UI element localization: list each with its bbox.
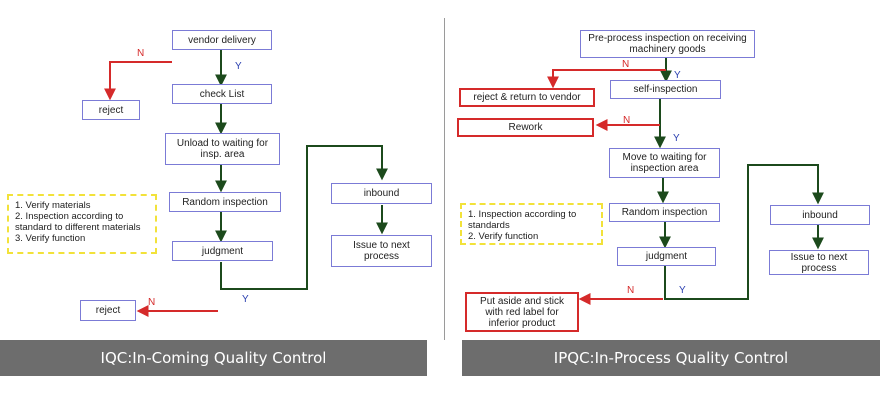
decorative-dots [34, 16, 40, 22]
ipqc-box-judgment: judgment [617, 247, 716, 266]
ipqc-label-y1: Y [674, 70, 681, 81]
iqc-box-inbound: inbound [331, 183, 432, 204]
iqc-label-y2: Y [242, 294, 249, 305]
ipqc-box-pre-process: Pre-process inspection on receiving mach… [580, 30, 755, 58]
ipqc-label-n2: N [623, 115, 631, 126]
iqc-box-issue: Issue to next process [331, 235, 432, 267]
iqc-note-line: 2. Inspection according to [15, 211, 124, 222]
ipqc-box-random-inspection: Random inspection [609, 203, 720, 222]
ipqc-caption: IPQC:In-Process Quality Control [462, 340, 880, 376]
ipqc-box-rework: Rework [457, 118, 594, 137]
iqc-label-y1: Y [235, 61, 242, 72]
ipqc-box-inbound: inbound [770, 205, 870, 225]
ipqc-note-line: 1. Inspection according to [468, 209, 577, 220]
ipqc-box-self-inspection: self-inspection [610, 80, 721, 99]
iqc-box-vendor-delivery: vendor delivery [172, 30, 272, 50]
iqc-box-random-inspection: Random inspection [169, 192, 281, 212]
iqc-box-check-list: check List [172, 84, 272, 104]
ipqc-label-y2: Y [673, 133, 680, 144]
ipqc-note-line: standards [468, 220, 510, 231]
ipqc-note: 1. Inspection according to standards 2. … [460, 203, 603, 245]
iqc-box-reject-bottom: reject [80, 300, 136, 321]
iqc-note-line: 1. Verify materials [15, 200, 91, 211]
ipqc-line-judgment-to-inbound [664, 164, 824, 300]
panel-divider [444, 18, 445, 340]
iqc-caption: IQC:In-Coming Quality Control [0, 340, 427, 376]
ipqc-arrow-pre-to-reject [547, 69, 666, 89]
ipqc-label-n1: N [622, 59, 630, 70]
iqc-note: 1. Verify materials 2. Inspection accord… [7, 194, 157, 254]
iqc-label-n2: N [148, 297, 156, 308]
ipqc-label-n3: N [627, 285, 635, 296]
ipqc-box-reject-return: reject & return to vendor [459, 88, 595, 107]
ipqc-box-move-waiting: Move to waiting for inspection area [609, 148, 720, 178]
iqc-arrow-checklist-to-reject [104, 61, 172, 101]
iqc-box-judgment: judgment [172, 241, 273, 261]
iqc-box-unload: Unload to waiting for insp. area [165, 133, 280, 165]
ipqc-box-issue: Issue to next process [769, 250, 869, 275]
iqc-label-n1: N [137, 48, 145, 59]
ipqc-box-put-aside: Put aside and stick with red label for i… [465, 292, 579, 332]
ipqc-label-y3: Y [679, 285, 686, 296]
iqc-box-reject-top: reject [82, 100, 140, 120]
iqc-line-judgment-to-inbound [220, 145, 388, 290]
iqc-note-line: 3. Verify function [15, 233, 86, 244]
ipqc-note-line: 2. Verify function [468, 231, 539, 242]
iqc-note-line: standard to different materials [15, 222, 141, 233]
